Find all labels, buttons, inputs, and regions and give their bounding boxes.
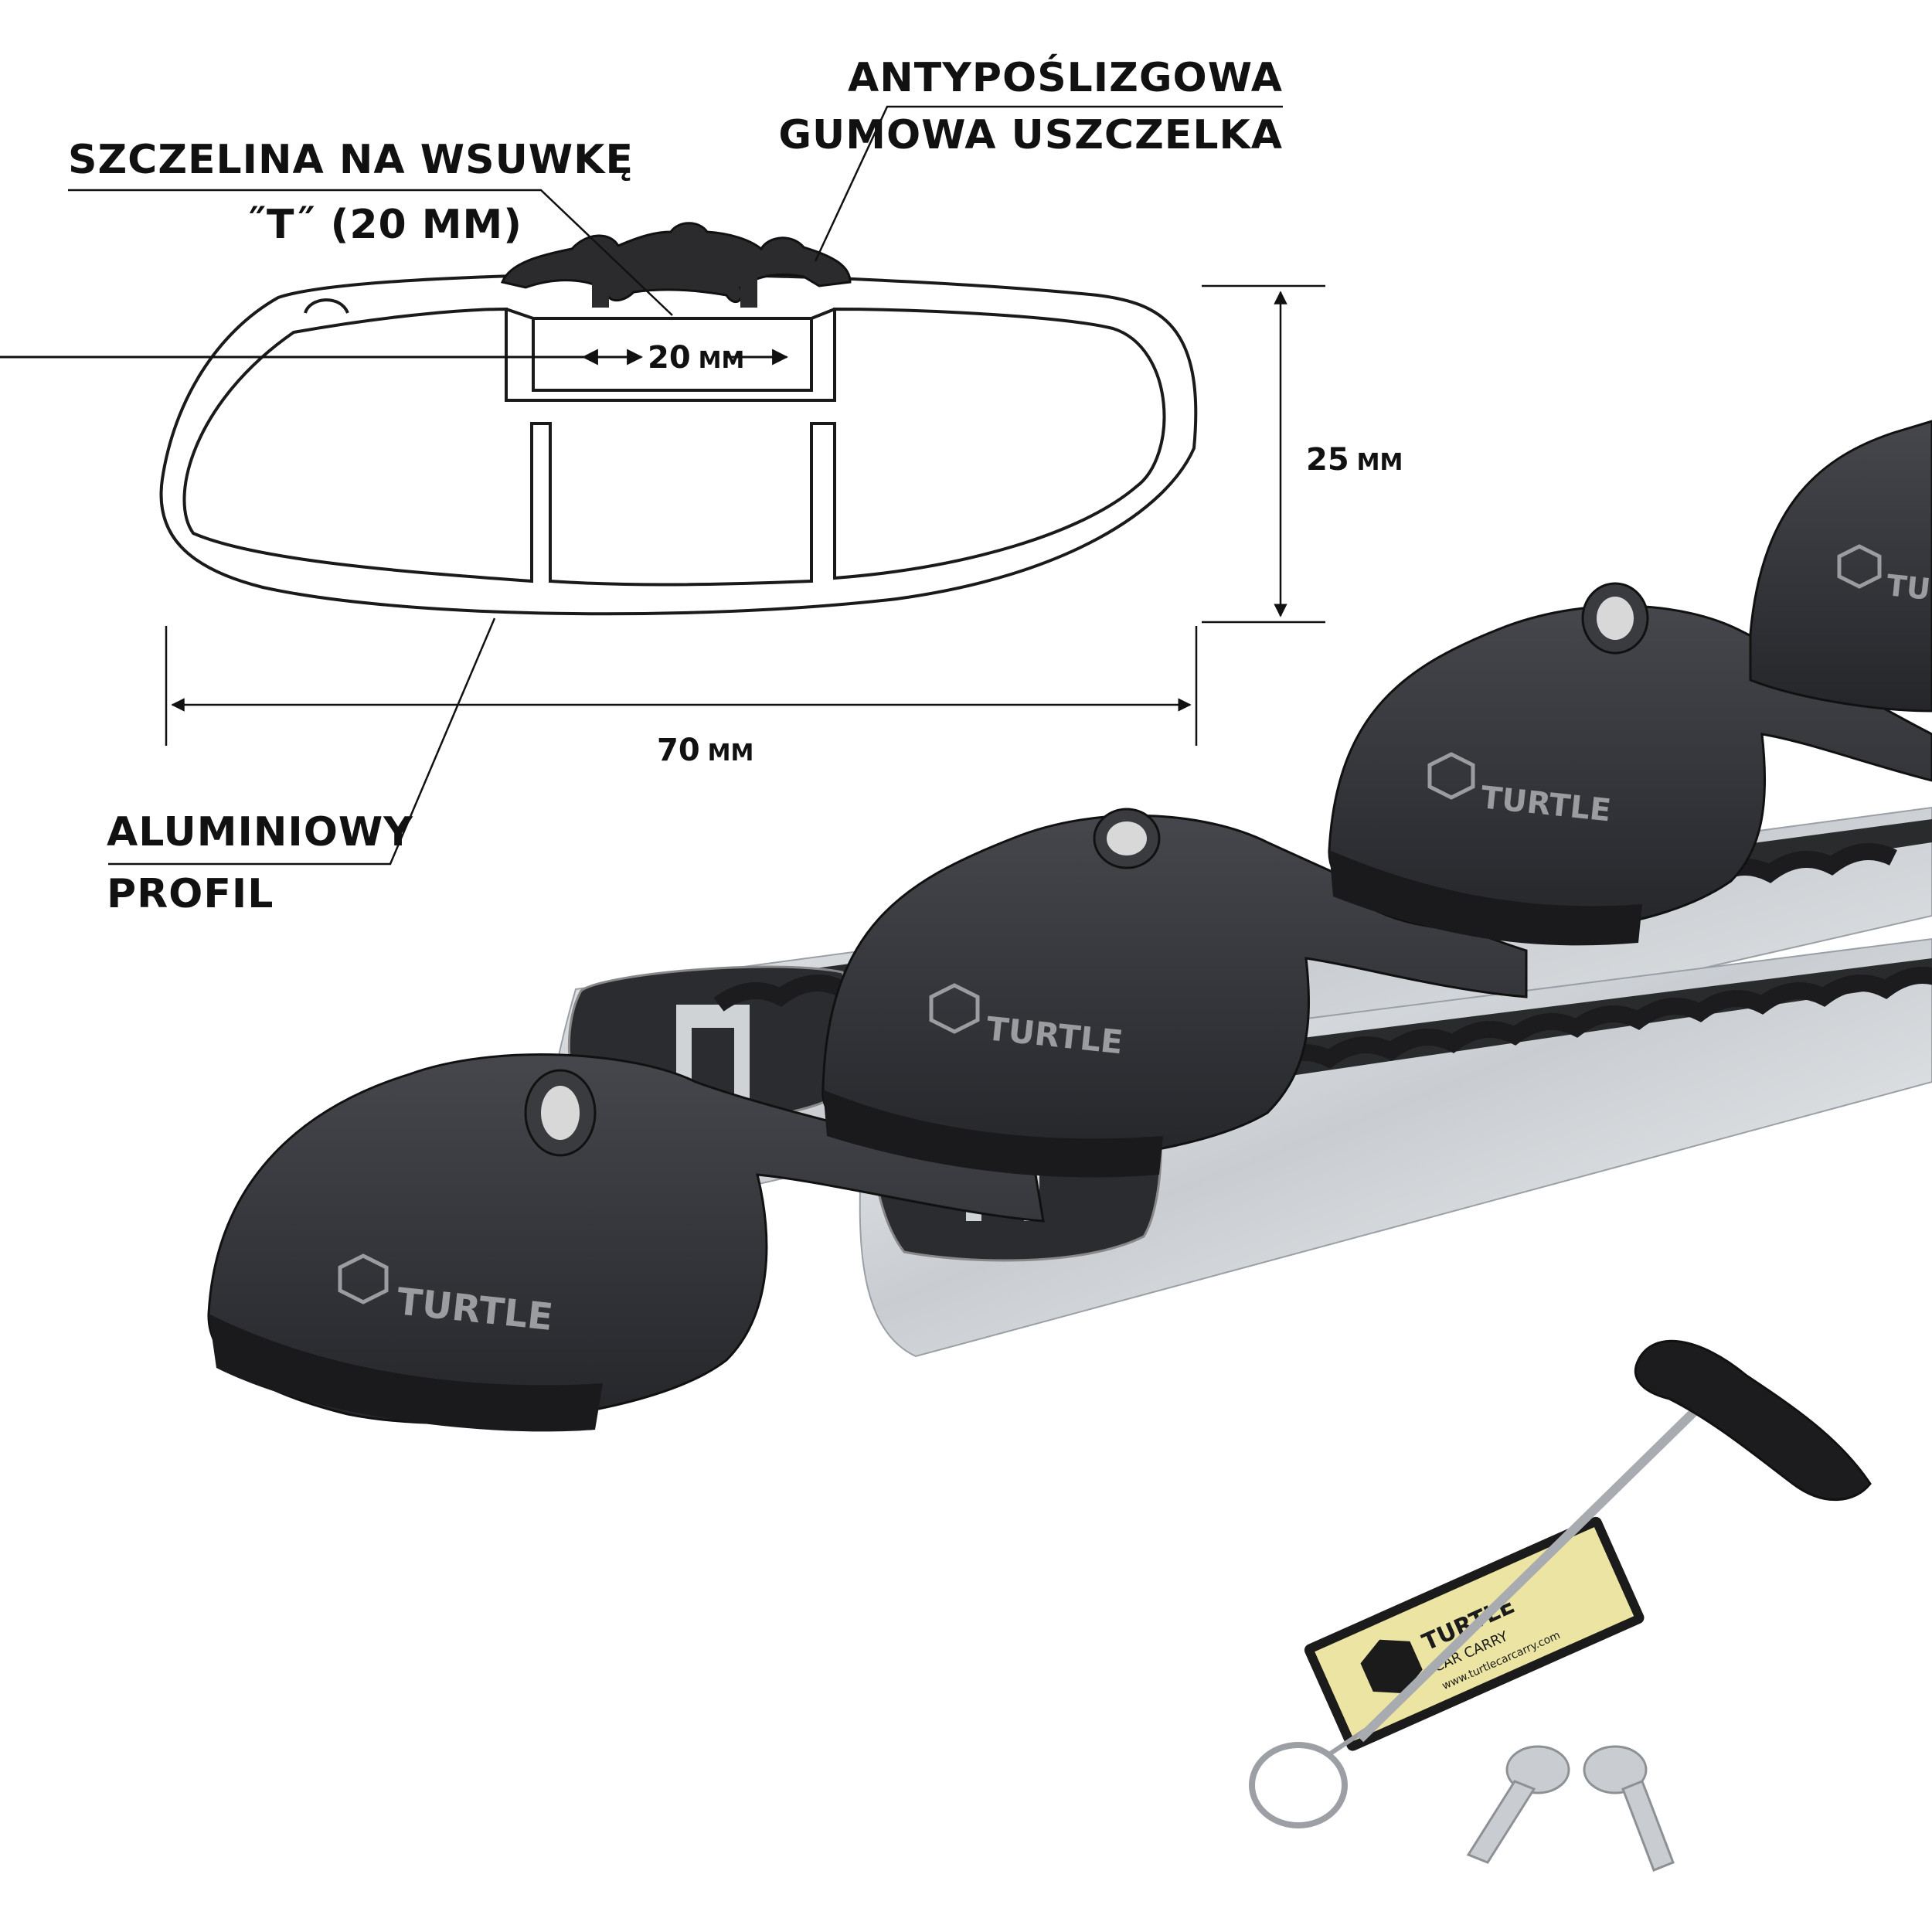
label-seal: ANTYPOŚLIZGOWA GUMOWA USZCZELKA: [778, 55, 1283, 159]
dimension-height-value: 25: [1306, 442, 1349, 478]
dimension-height-unit: MM: [1356, 449, 1403, 476]
profile-nub: [304, 298, 349, 314]
foot-2-logo-icon: [929, 983, 980, 1034]
foot-1-logo-icon: [338, 1253, 389, 1304]
leader-seal: [814, 105, 1283, 262]
label-seal-line2: GUMOWA USZCZELKA: [778, 111, 1283, 158]
leader-lines: [68, 105, 1283, 866]
key-ring-icon: [1249, 1742, 1348, 1828]
dimension-slot-unit: MM: [698, 347, 745, 374]
profile-outer-outline: [159, 272, 1198, 616]
label-profile: ALUMINIOWY PROFIL: [107, 809, 413, 918]
label-slot: SZCZELINA NA WSUWKĘ: [68, 137, 634, 184]
label-seal-line1: ANTYPOŚLIZGOWA: [848, 55, 1283, 101]
foot-3-logo-icon: [1427, 752, 1475, 800]
dimension-height: 25 MM: [1306, 442, 1403, 478]
dimension-width: 70 MM: [657, 733, 753, 768]
dimension-slot: 20 MM: [648, 340, 744, 376]
tag-logo-icon: [1360, 1639, 1423, 1694]
label-profile-line2: PROFIL: [107, 870, 274, 917]
foot-4: TURTLE: [1749, 420, 1932, 713]
height-dimension: [1202, 284, 1325, 624]
foot-4-logo-icon: [1837, 544, 1882, 589]
width-dimension: [165, 626, 1198, 746]
leader-slot: [68, 189, 673, 316]
profile-cross-section: [159, 272, 1198, 616]
keys-icon: [1466, 1745, 1675, 1872]
label-slot-line2: ˝T˝ (20 MM): [246, 202, 523, 248]
key-tag: TURTLE CAR CARRY www.turtlecarcarry.com: [1304, 1516, 1645, 1751]
foot-1: TURTLE: [207, 1053, 1045, 1432]
rubber-seal: [500, 222, 852, 304]
dimension-width-value: 70: [657, 733, 700, 768]
label-profile-line1: ALUMINIOWY: [107, 809, 413, 855]
label-slot-size: ˝T˝ (20 MM): [246, 202, 522, 249]
t-handle-wrench: [1356, 1339, 1872, 1743]
profile-inner-outline: [182, 307, 1166, 587]
dimension-width-unit: MM: [707, 740, 754, 767]
t-slot-chamber: [532, 317, 813, 392]
dimension-slot-value: 20: [648, 340, 691, 376]
leader-profile: [108, 617, 496, 866]
label-slot-line1: SZCZELINA NA WSUWKĘ: [68, 137, 634, 183]
